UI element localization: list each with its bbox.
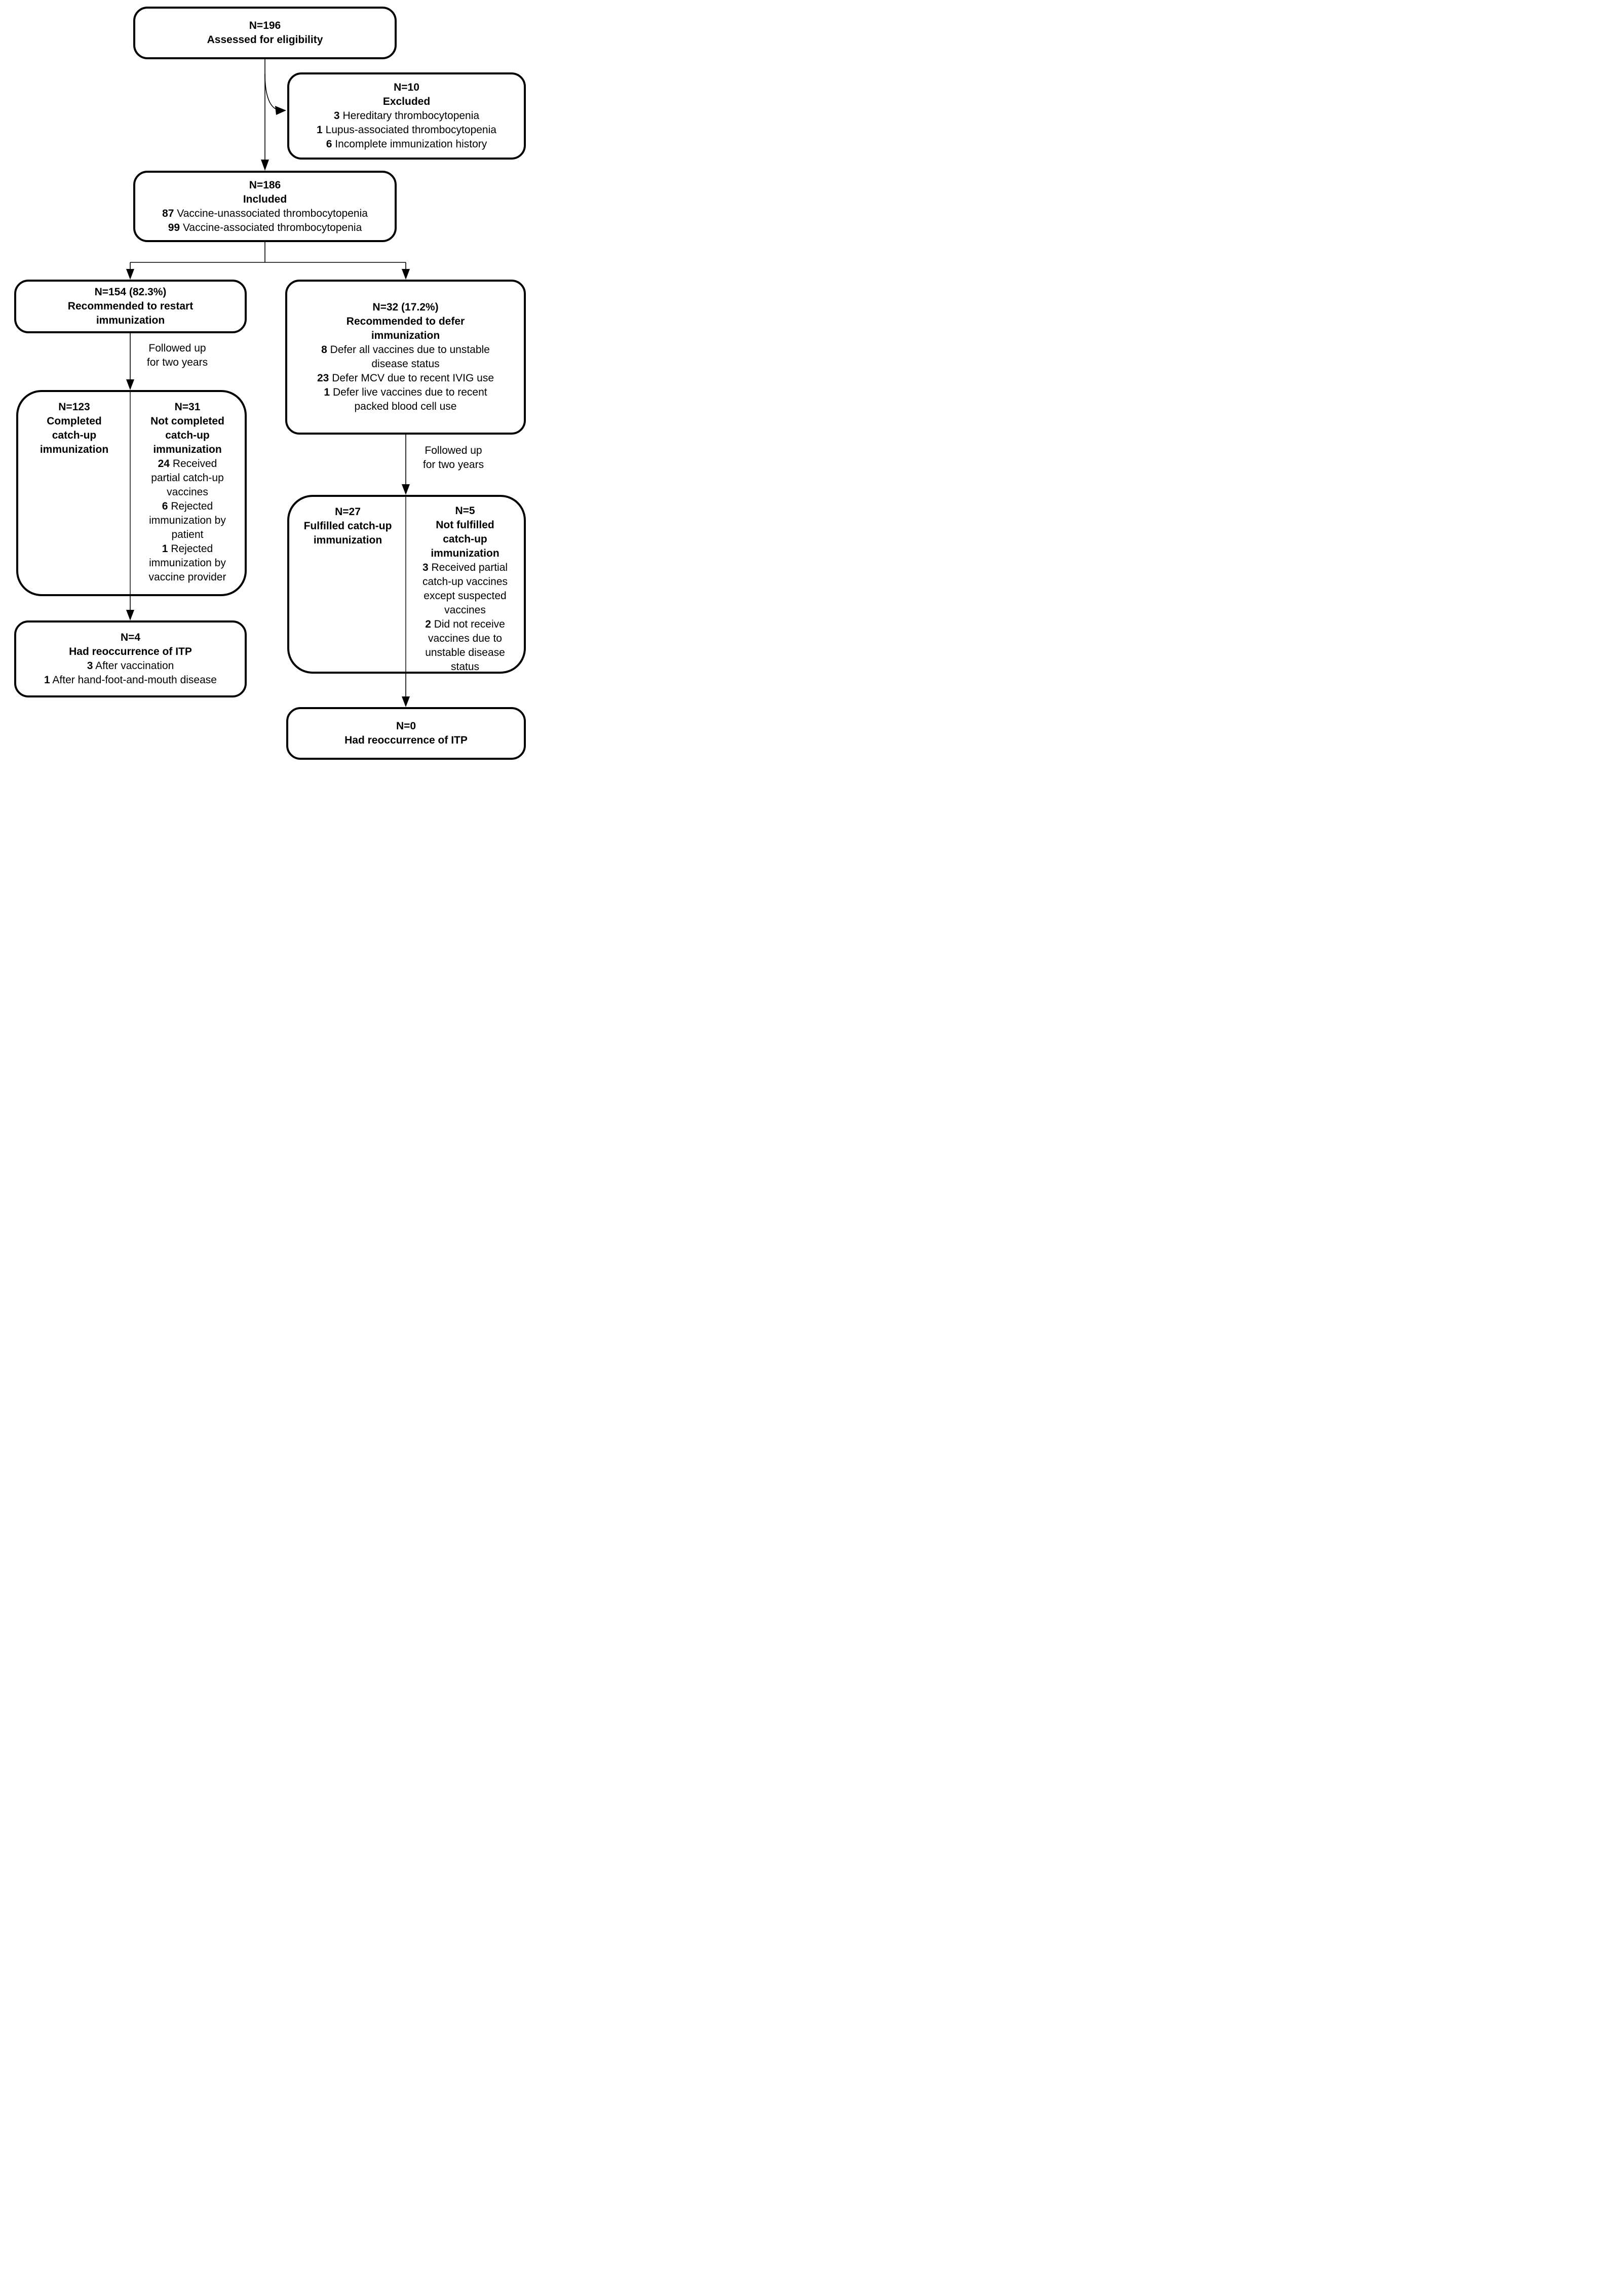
patient-flow-diagram: N=196 Assessed for eligibility N=10 Excl… xyxy=(0,0,538,765)
arrowhead-reoccurrence-restart xyxy=(126,610,134,620)
not-completed-item: 6 Rejected immunization by patient xyxy=(149,500,226,540)
col-completed: N=123 Completed catch-up immunization xyxy=(18,392,130,594)
excluded-item: 3 Hereditary thrombocytopenia xyxy=(333,110,480,122)
curve-to-excluded xyxy=(264,73,279,110)
col-not-completed: N=31 Not completed catch-up immunization… xyxy=(130,392,245,594)
reoccurrence-defer-n: N=0 xyxy=(396,720,416,732)
arrowhead-excluded xyxy=(275,106,286,115)
box-assessed: N=196 Assessed for eligibility xyxy=(133,7,397,59)
defer-item: 23 Defer MCV due to recent IVIG use xyxy=(317,372,494,384)
included-item: 99 Vaccine-associated thrombocytopenia xyxy=(168,221,362,234)
excluded-n: N=10 xyxy=(394,82,419,93)
arrowhead-defer xyxy=(402,269,410,280)
defer-n: N=32 (17.2%) xyxy=(372,301,439,313)
not-fulfilled-item: 3 Received partial catch-up vaccines exc… xyxy=(422,562,508,616)
reoccurrence-restart-n: N=4 xyxy=(120,632,141,643)
box-catchup-outcome-restart: N=123 Completed catch-up immunization N=… xyxy=(16,390,247,596)
not-fulfilled-item: 2 Did not receive vaccines due to unstab… xyxy=(425,618,505,673)
fulfilled-n: N=27 xyxy=(335,506,361,518)
box-excluded: N=10 Excluded 3 Hereditary thrombocytope… xyxy=(287,72,526,160)
not-completed-item: 24 Received partial catch-up vaccines xyxy=(151,458,224,498)
completed-title: Completed catch-up immunization xyxy=(40,415,109,455)
arrowhead-reoccurrence-defer xyxy=(402,696,410,707)
box-reoccurrence-restart: N=4 Had reoccurrence of ITP 3 After vacc… xyxy=(14,620,247,697)
excluded-item: 1 Lupus-associated thrombocytopenia xyxy=(317,124,496,136)
assessed-title: Assessed for eligibility xyxy=(207,34,323,46)
arrowhead-outcome-restart xyxy=(126,379,134,390)
not-completed-n: N=31 xyxy=(174,401,201,413)
not-fulfilled-title: Not fulfilled catch-up immunization xyxy=(431,519,499,559)
reoccurrence-defer-title: Had reoccurrence of ITP xyxy=(344,734,468,746)
excluded-title: Excluded xyxy=(382,96,431,107)
arrowhead-restart xyxy=(126,269,134,280)
followup-label-right: Followed up for two years xyxy=(422,445,484,471)
reoccurrence-restart-item: 3 After vaccination xyxy=(87,660,174,672)
box-catchup-outcome-defer: N=27 Fulfilled catch-up immunization N=5… xyxy=(287,495,526,674)
col-fulfilled: N=27 Fulfilled catch-up immunization xyxy=(289,497,406,672)
not-completed-title: Not completed catch-up immunization xyxy=(150,415,224,455)
fulfilled-title: Fulfilled catch-up immunization xyxy=(303,520,392,546)
box-restart: N=154 (82.3%) Recommended to restart imm… xyxy=(14,280,247,333)
arrowhead-included xyxy=(261,160,269,171)
reoccurrence-restart-title: Had reoccurrence of ITP xyxy=(69,646,192,657)
box-defer: N=32 (17.2%) Recommended to defer immuni… xyxy=(285,280,526,435)
col-not-fulfilled: N=5 Not fulfilled catch-up immunization … xyxy=(406,497,524,673)
not-fulfilled-n: N=5 xyxy=(455,505,475,517)
box-included: N=186 Included 87 Vaccine-unassociated t… xyxy=(133,171,397,242)
box-reoccurrence-defer: N=0 Had reoccurrence of ITP xyxy=(286,707,526,760)
defer-title: Recommended to defer immunization xyxy=(346,316,465,341)
not-completed-item: 1 Rejected immunization by vaccine provi… xyxy=(148,543,226,583)
defer-item: 8 Defer all vaccines due to unstable dis… xyxy=(321,344,490,370)
excluded-item: 6 Incomplete immunization history xyxy=(326,138,487,150)
included-n: N=186 xyxy=(249,179,281,191)
reoccurrence-restart-item: 1 After hand-foot-and-mouth disease xyxy=(44,674,217,686)
included-title: Included xyxy=(243,193,287,205)
restart-n: N=154 (82.3%) xyxy=(94,286,167,298)
assessed-n: N=196 xyxy=(249,20,281,31)
defer-item: 1 Defer live vaccines due to recent pack… xyxy=(324,386,487,412)
arrowhead-outcome-defer xyxy=(402,484,410,495)
followup-label-left: Followed up for two years xyxy=(146,342,208,368)
restart-title: Recommended to restart immunization xyxy=(67,300,194,326)
completed-n: N=123 xyxy=(58,401,90,413)
included-item: 87 Vaccine-unassociated thrombocytopenia xyxy=(162,207,368,219)
